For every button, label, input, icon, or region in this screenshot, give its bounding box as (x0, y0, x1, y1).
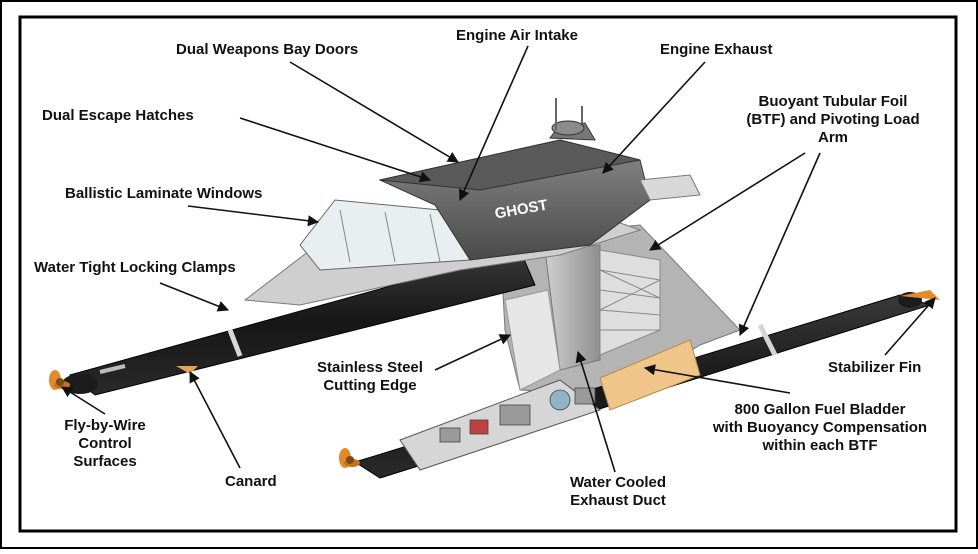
strut-lattice-lines (599, 269, 661, 331)
label-fly-line1: Fly-by-Wire (64, 417, 146, 434)
right-propeller (339, 448, 360, 468)
leader-escape-hatches (239, 117, 432, 183)
label-fuel-bladder: 800 Gallon Fuel Bladder with Buoyancy Co… (690, 401, 950, 455)
label-ballistic-laminate-windows: Ballistic Laminate Windows (65, 185, 263, 202)
leader-clamps (159, 282, 230, 312)
leader-fly-by-wire (61, 386, 106, 415)
label-engine-exhaust: Engine Exhaust (660, 41, 773, 58)
leader-stabilizer (884, 297, 936, 356)
label-water-line2: Exhaust Duct (570, 492, 666, 509)
vessel-illustration: GHOST (49, 98, 940, 479)
label-water-line1: Water Cooled (569, 474, 667, 491)
label-engine-air-intake: Engine Air Intake (456, 27, 578, 44)
label-canard: Canard (225, 473, 277, 490)
label-fuel-line2: with Buoyancy Compensation (712, 419, 928, 436)
leader-air-intake (458, 45, 529, 202)
label-btf: Buoyant Tubular Foil (BTF) and Pivoting … (728, 93, 938, 147)
label-btf-line3: Arm (817, 129, 848, 146)
label-water-tight-locking-clamps: Water Tight Locking Clamps (34, 259, 236, 276)
leader-btf-1 (649, 152, 806, 251)
label-dual-escape-hatches: Dual Escape Hatches (42, 107, 194, 124)
cutting-edge-panel (504, 289, 561, 391)
label-btf-line1: Buoyant Tubular Foil (758, 93, 908, 110)
label-dual-weapons-bay-doors: Dual Weapons Bay Doors (176, 41, 359, 58)
leader-canard (189, 371, 241, 469)
label-fuel-line3: within each BTF (762, 437, 878, 454)
label-fly-by-wire: Fly-by-Wire Control Surfaces (50, 417, 160, 471)
engine-internals (439, 387, 596, 443)
label-water-cooled: Water Cooled Exhaust Duct (548, 474, 688, 510)
left-btf (49, 249, 536, 396)
left-propeller (49, 370, 70, 390)
leader-weapons-bay (289, 61, 459, 163)
cabin-body: GHOST (243, 98, 701, 306)
label-fuel-line1: 800 Gallon Fuel Bladder (734, 401, 906, 418)
leader-btf-2 (738, 152, 821, 337)
canard-fin (176, 366, 198, 374)
label-fly-line2: Control (78, 435, 132, 452)
label-stabilizer-fin: Stabilizer Fin (828, 359, 922, 376)
leader-cutting-edge (434, 334, 512, 371)
leader-lines (61, 45, 936, 473)
label-stainless-line1: Stainless Steel (317, 359, 423, 376)
label-stainless-steel: Stainless Steel Cutting Edge (300, 359, 440, 395)
leader-water-duct (575, 350, 616, 473)
label-btf-line2: (BTF) and Pivoting Load (746, 111, 920, 128)
leader-fuel (643, 364, 791, 394)
leader-windows (187, 205, 320, 227)
leader-exhaust (602, 61, 706, 174)
label-fly-line3: Surfaces (73, 453, 137, 470)
label-stainless-line2: Cutting Edge (323, 377, 417, 394)
